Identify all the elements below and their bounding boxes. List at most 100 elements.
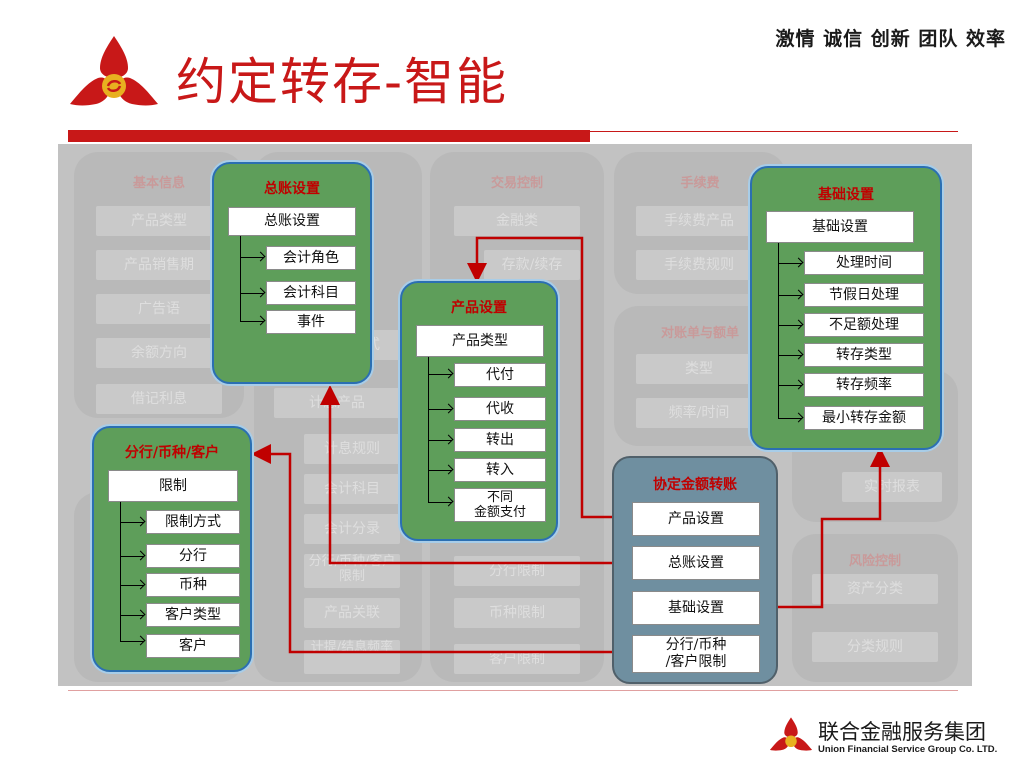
- arrow-to-product-group: [467, 236, 632, 519]
- group-title: 产品设置: [451, 300, 507, 316]
- ghost-item: 产品类型: [96, 206, 222, 236]
- ghost-item: 客户限制: [454, 644, 580, 674]
- product-item[interactable]: 转入: [454, 458, 546, 482]
- group-branch-currency-customer: 分行/币种/客户 限制 限制方式 分行 币种 客户类型 客户: [92, 426, 252, 672]
- group-product: 产品设置 产品类型 代付 代收 转出 转入 不同 金额支付: [400, 281, 558, 541]
- arrow-right-icon: [120, 551, 144, 563]
- arrow-right-icon: [778, 380, 802, 392]
- company-logo-icon: [70, 36, 158, 106]
- product-item[interactable]: 代收: [454, 397, 546, 421]
- basic-main-box[interactable]: 基础设置: [766, 211, 914, 243]
- basic-item[interactable]: 转存频率: [804, 373, 924, 397]
- ghost-item: 手续费产品: [636, 206, 762, 236]
- group-title: 分行/币种/客户: [124, 445, 220, 461]
- arrow-right-icon: [120, 517, 144, 529]
- ghost-item: 类型: [636, 354, 762, 384]
- ghost-item: 实时报表: [842, 472, 942, 502]
- arrow-right-icon: [778, 290, 802, 302]
- ghost-item: 存款/续存: [484, 250, 580, 280]
- ghost-group-title: 交易控制: [490, 176, 543, 191]
- ghost-item: 借记利息: [96, 384, 222, 414]
- page-title: 约定转存-智能: [176, 53, 509, 111]
- arrow-right-icon: [240, 288, 264, 300]
- footer-divider: [68, 690, 958, 691]
- ghost-item: 产品关联: [304, 598, 400, 628]
- ghost-item: 币种限制: [454, 598, 580, 628]
- ledger-item[interactable]: 事件: [266, 310, 356, 334]
- ledger-item[interactable]: 会计角色: [266, 246, 356, 270]
- company-name-cn: 联合金融服务集团: [818, 720, 986, 744]
- company-name-en: Union Financial Service Group Co. LTD.: [818, 744, 998, 755]
- basic-item[interactable]: 不足额处理: [804, 313, 924, 337]
- ghost-item: 资产分类: [812, 574, 938, 604]
- group-title: 总账设置: [264, 181, 320, 197]
- arrow-right-icon: [428, 404, 452, 416]
- ghost-group-fee: 手续费 手续费产品 手续费规则: [614, 152, 786, 294]
- ghost-group-basic-info: 基本信息 产品类型 产品销售期 广告语 余额方向 借记利息: [74, 152, 244, 418]
- arrow-right-icon: [428, 369, 452, 381]
- arrow-right-icon: [778, 320, 802, 332]
- ghost-group-title: 风险控制: [848, 554, 901, 569]
- arrow-right-icon: [240, 252, 264, 264]
- slogan: 激情 诚信 创新 团队 效率: [775, 28, 1006, 50]
- ghost-item: 手续费规则: [636, 250, 762, 280]
- ghost-group-title: 手续费: [680, 176, 720, 191]
- arrow-right-icon: [120, 580, 144, 592]
- group-basic: 基础设置 基础设置 处理时间 节假日处理 不足额处理 转存类型 转存频率 最小转…: [750, 166, 942, 450]
- basic-item[interactable]: 最小转存金额: [804, 406, 924, 430]
- ledger-item[interactable]: 会计科目: [266, 281, 356, 305]
- arrow-right-icon: [120, 610, 144, 622]
- product-item[interactable]: 代付: [454, 363, 546, 387]
- title-underline-bar: [68, 130, 590, 142]
- ghost-item: 频率/时间: [636, 398, 762, 428]
- arrow-to-ledger-group: [320, 385, 632, 565]
- arrow-to-basic-group: [760, 447, 890, 609]
- ledger-main-box[interactable]: 总账设置: [228, 207, 356, 236]
- ghost-item: 会计科目: [304, 474, 400, 504]
- group-agreement-transfer: 协定金额转账 产品设置 总账设置 基础设置 分行/币种 /客户限制: [612, 456, 778, 684]
- group-title: 协定金额转账: [653, 477, 737, 493]
- basic-item[interactable]: 处理时间: [804, 251, 924, 275]
- ghost-item: 计息规则: [304, 434, 400, 464]
- product-item[interactable]: 不同 金额支付: [454, 488, 546, 522]
- agreement-item-basic-settings[interactable]: 基础设置: [632, 591, 760, 625]
- tree-line: [120, 502, 121, 642]
- arrow-right-icon: [428, 497, 452, 509]
- branch-main-box[interactable]: 限制: [108, 470, 238, 502]
- agreement-item-ledger-settings[interactable]: 总账设置: [632, 546, 760, 580]
- footer-logo-icon: [769, 717, 813, 751]
- product-item[interactable]: 转出: [454, 428, 546, 452]
- arrow-right-icon: [428, 435, 452, 447]
- branch-item[interactable]: 客户类型: [146, 603, 240, 627]
- ghost-item: 余额方向: [96, 338, 222, 368]
- product-main-box[interactable]: 产品类型: [416, 325, 544, 357]
- arrow-right-icon: [428, 465, 452, 477]
- branch-item[interactable]: 分行: [146, 544, 240, 568]
- tree-line: [428, 357, 429, 503]
- arrow-to-branch-group: [251, 444, 632, 654]
- ghost-group-title: 对账单与额单: [660, 326, 739, 341]
- arrow-right-icon: [778, 413, 802, 425]
- ghost-item: 金融类: [454, 206, 580, 236]
- arrow-right-icon: [778, 258, 802, 270]
- branch-item[interactable]: 币种: [146, 573, 240, 597]
- arrow-right-icon: [240, 316, 264, 328]
- ghost-item: 广告语: [96, 294, 222, 324]
- group-general-ledger: 总账设置 总账设置 会计角色 会计科目 事件: [212, 162, 372, 384]
- basic-item[interactable]: 节假日处理: [804, 283, 924, 307]
- agreement-item-limits[interactable]: 分行/币种 /客户限制: [632, 635, 760, 673]
- ghost-item: 会计分录: [304, 514, 400, 544]
- basic-item[interactable]: 转存类型: [804, 343, 924, 367]
- arrow-right-icon: [778, 350, 802, 362]
- ghost-item: 产品销售期: [96, 250, 222, 280]
- ghost-item: 分类规则: [812, 632, 938, 662]
- branch-item[interactable]: 客户: [146, 634, 240, 658]
- group-title: 基础设置: [818, 187, 874, 203]
- tree-line: [240, 236, 241, 322]
- ghost-group-title: 基本信息: [132, 176, 185, 191]
- agreement-item-product-settings[interactable]: 产品设置: [632, 502, 760, 536]
- branch-item[interactable]: 限制方式: [146, 510, 240, 534]
- title-underline-line: [590, 131, 958, 132]
- arrow-right-icon: [120, 636, 144, 648]
